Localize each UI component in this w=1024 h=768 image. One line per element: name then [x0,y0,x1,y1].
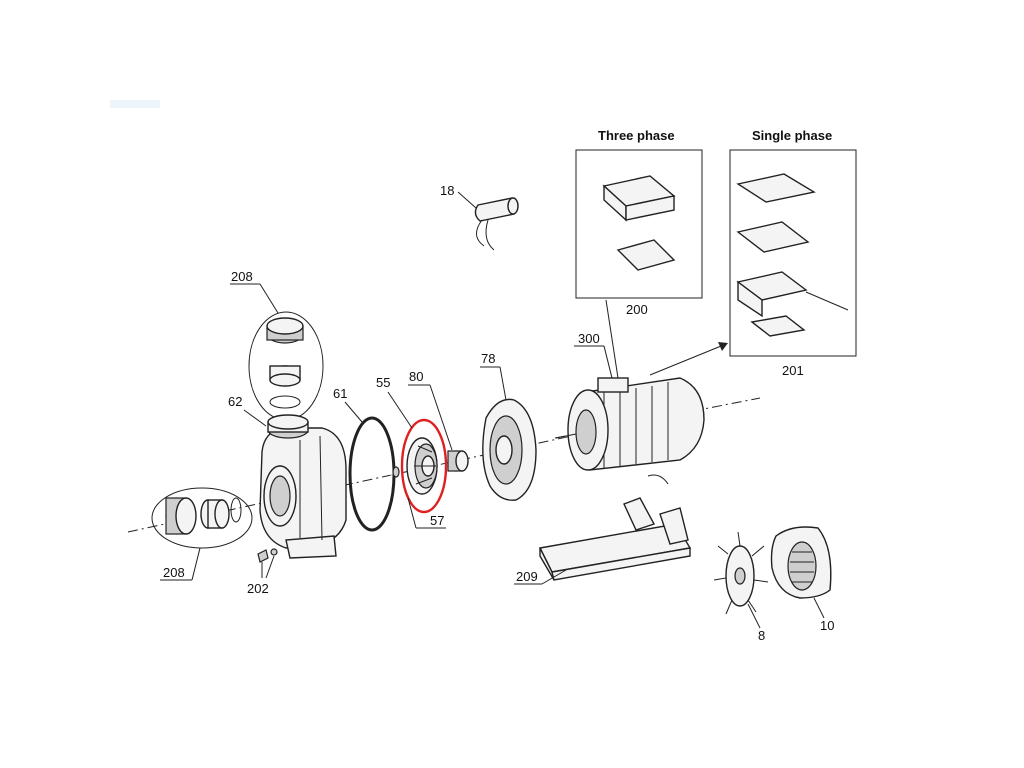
label-62: 62 [228,394,242,409]
label-208-top: 208 [231,269,253,284]
label-300: 300 [578,331,600,346]
label-201: 201 [782,363,804,378]
label-57: 57 [430,513,444,528]
motor-to-single-phase-arrow [649,343,727,376]
pump-housing-part-62[interactable] [259,414,347,559]
motor-part-300[interactable] [555,377,705,471]
terminal-box-three-phase[interactable] [602,175,676,271]
base-plate-part-209[interactable] [538,474,692,581]
seal-plate-part-78[interactable] [482,398,537,501]
impeller-part-55[interactable] [406,437,438,495]
leader-80-b [429,384,453,451]
leader-78-b [499,366,507,401]
highlight-circle [400,418,448,514]
drain-plug-part-202[interactable] [257,548,278,563]
label-209: 209 [516,569,538,584]
label-18: 18 [440,183,454,198]
mechanical-seal-part-80[interactable] [447,450,469,472]
union-kit-top-part-208[interactable] [266,317,304,409]
leader-10 [813,597,825,619]
fan-part-8[interactable] [713,531,769,615]
arrow-head [718,342,728,351]
leader-208-bottom-b [191,547,201,581]
single-phase-title: Single phase [752,128,832,143]
leader-300-b [603,345,613,379]
label-61: 61 [333,386,347,401]
union-kit-oval-bottom [151,487,253,549]
label-8: 8 [758,628,765,643]
leader-208-top-b [259,283,279,314]
leader-61 [344,401,363,423]
label-80: 80 [409,369,423,384]
leader-8 [747,603,761,629]
label-55: 55 [376,375,390,390]
terminal-box-single-phase[interactable] [736,173,849,337]
leader-202-b [265,555,275,579]
capacitor-part-18[interactable] [474,197,519,251]
leader-55 [387,391,413,429]
fan-cover-part-10[interactable] [770,526,832,599]
leader-18 [457,191,477,209]
union-kit-bottom-part-208[interactable] [165,497,242,535]
three-phase-box [575,149,703,299]
label-208-bottom: 208 [163,565,185,580]
three-phase-title: Three phase [598,128,675,143]
leader-62 [243,409,267,427]
label-78: 78 [481,351,495,366]
leader-57-b [407,497,417,529]
o-ring-part-61[interactable] [348,416,396,532]
label-10: 10 [820,618,834,633]
impeller-nut [392,466,400,478]
motor-to-three-phase-line [605,299,619,379]
corner-tint [110,100,160,108]
leader-209-b [541,569,567,585]
o-ring-inner [352,420,392,528]
label-200: 200 [626,302,648,317]
label-202: 202 [247,581,269,596]
